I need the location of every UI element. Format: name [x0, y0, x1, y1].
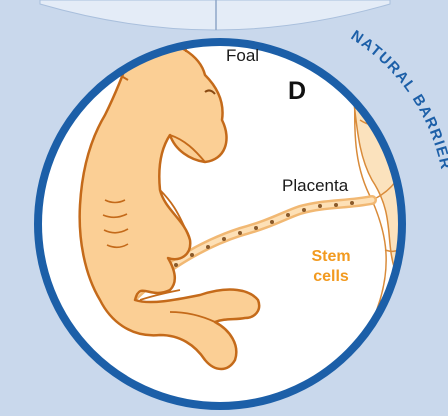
stem-cells-label: Stem cells: [300, 247, 362, 287]
stem-cells-label-line1: Stem: [300, 247, 362, 267]
placenta-label: Placenta: [282, 176, 348, 196]
foal-label: Foal: [226, 46, 259, 66]
panel-letter: D: [288, 77, 306, 106]
stem-cells-label-line2: cells: [300, 267, 362, 287]
